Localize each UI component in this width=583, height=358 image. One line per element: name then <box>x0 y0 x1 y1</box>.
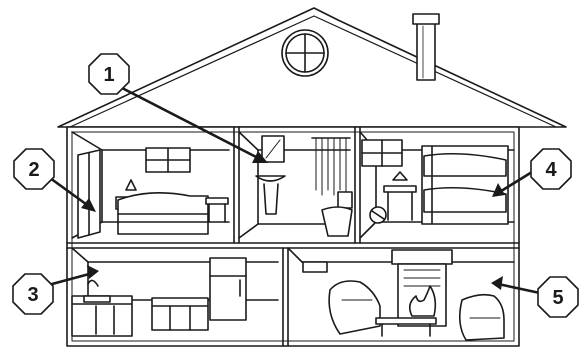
attic-round-window <box>282 30 328 76</box>
callout-5: 5 <box>538 277 578 317</box>
callout-1-label: 1 <box>103 64 114 86</box>
callout-2-label: 2 <box>28 159 39 181</box>
callout-3: 3 <box>13 274 53 314</box>
callout-5-label: 5 <box>552 287 563 309</box>
callout-1: 1 <box>89 54 129 94</box>
callout-3-label: 3 <box>27 284 38 306</box>
callout-4: 4 <box>531 149 571 189</box>
callout-4-label: 4 <box>545 159 557 181</box>
callout-2: 2 <box>14 149 54 189</box>
chimney <box>413 14 439 80</box>
